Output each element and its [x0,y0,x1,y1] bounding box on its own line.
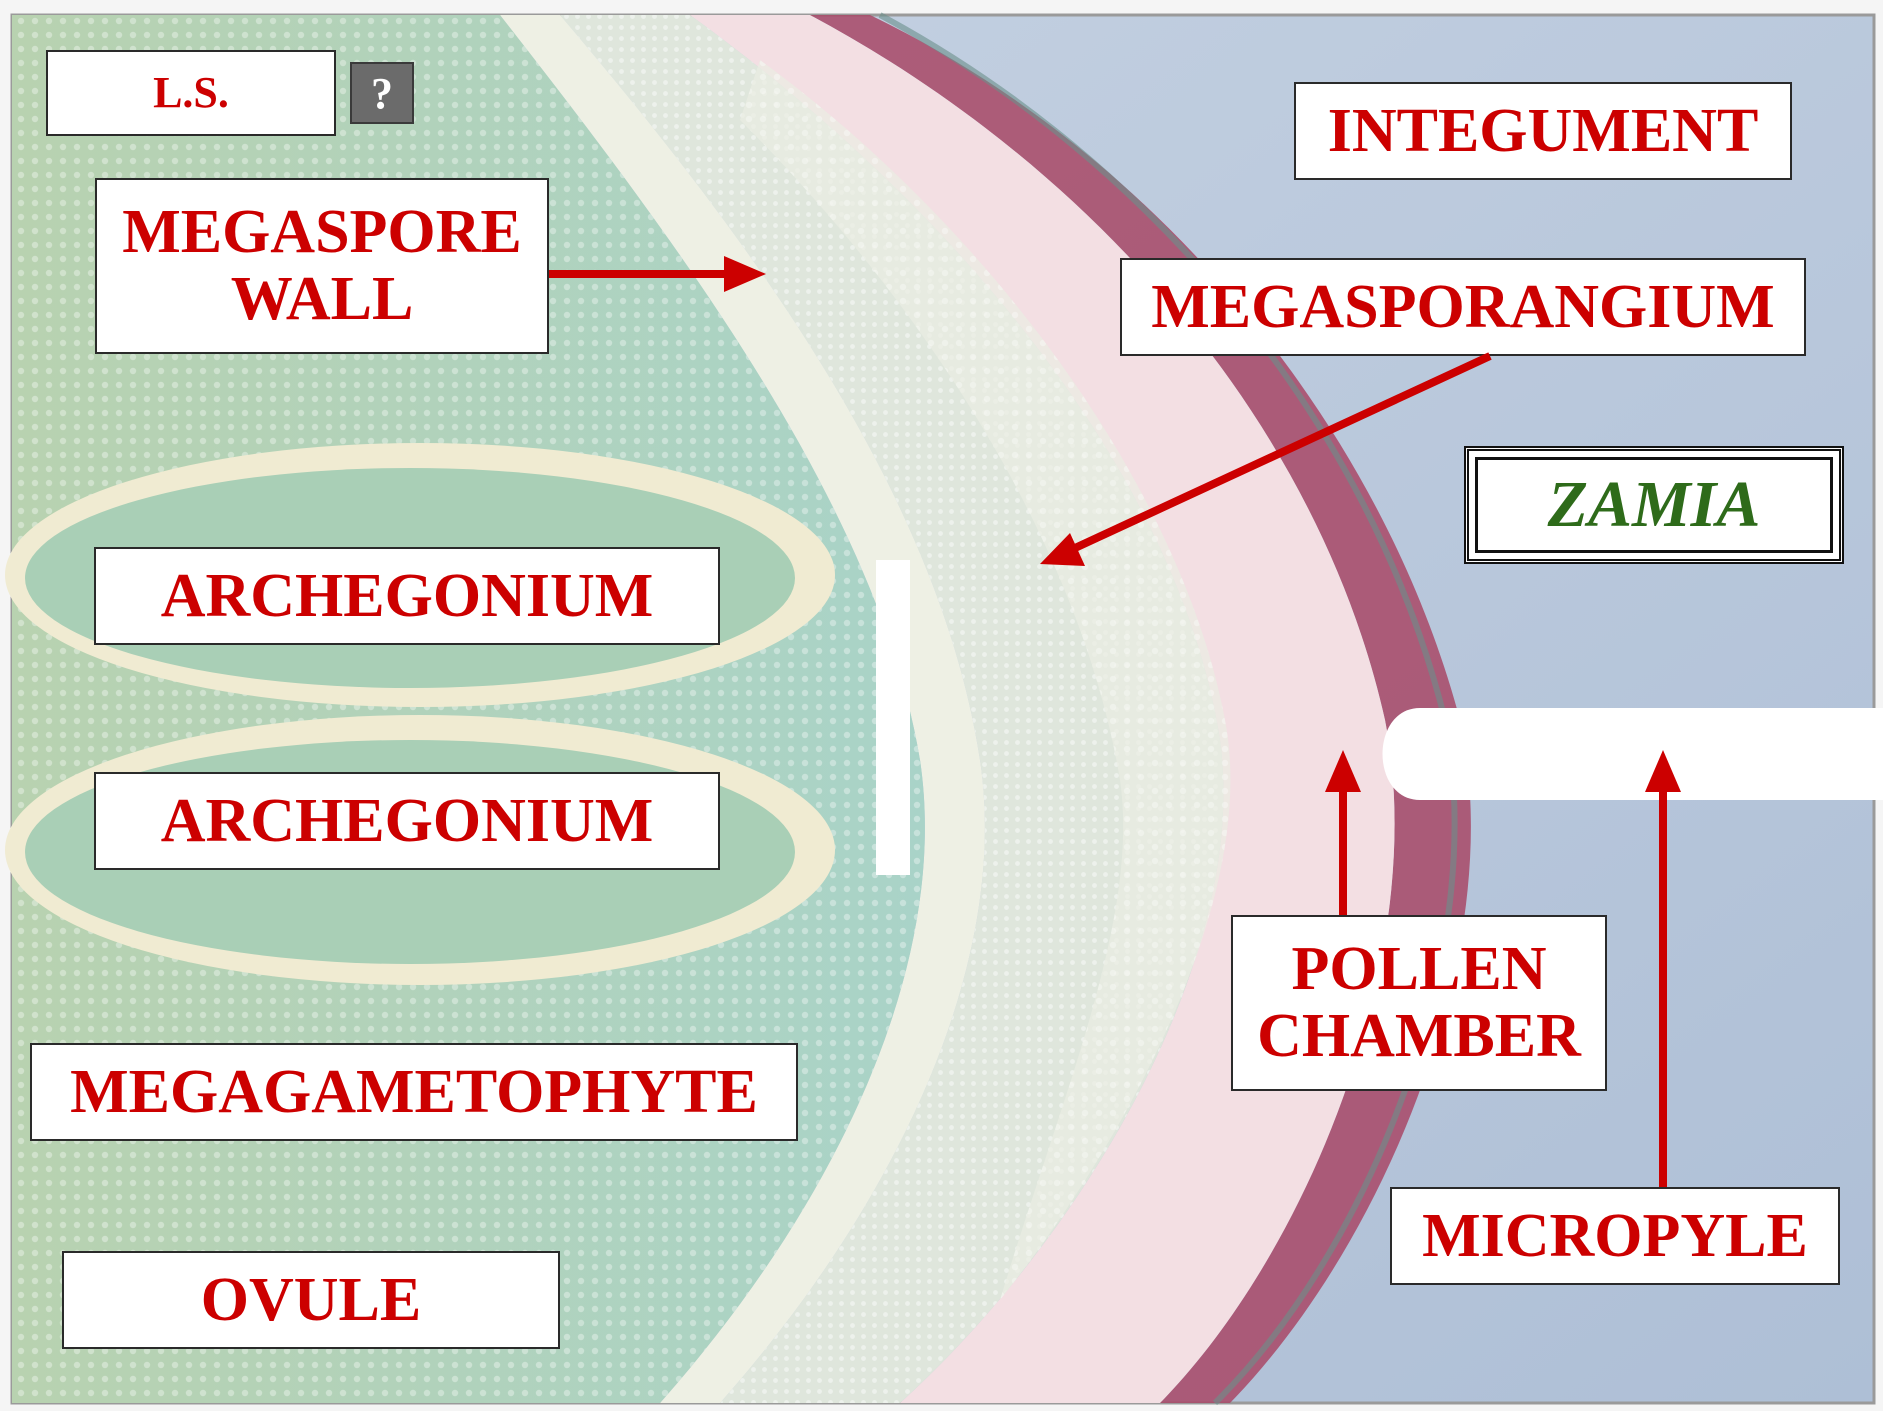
archegonium-label-upper: ARCHEGONIUM [94,547,720,645]
section-label: L.S. [46,50,336,136]
ovule-label: OVULE [62,1251,560,1349]
micropyle-label: MICROPYLE [1390,1187,1840,1285]
archegonium-label-lower: ARCHEGONIUM [94,772,720,870]
genus-label: ZAMIA [1464,446,1844,564]
help-button[interactable]: ? [350,62,414,124]
megagametophyte-label: MEGAGAMETOPHYTE [30,1043,798,1141]
pollen-chamber-label: POLLEN CHAMBER [1231,915,1607,1091]
megasporangium-label: MEGASPORANGIUM [1120,258,1806,356]
megaspore-wall-label: MEGASPORE WALL [95,178,549,354]
integument-label: INTEGUMENT [1294,82,1792,180]
